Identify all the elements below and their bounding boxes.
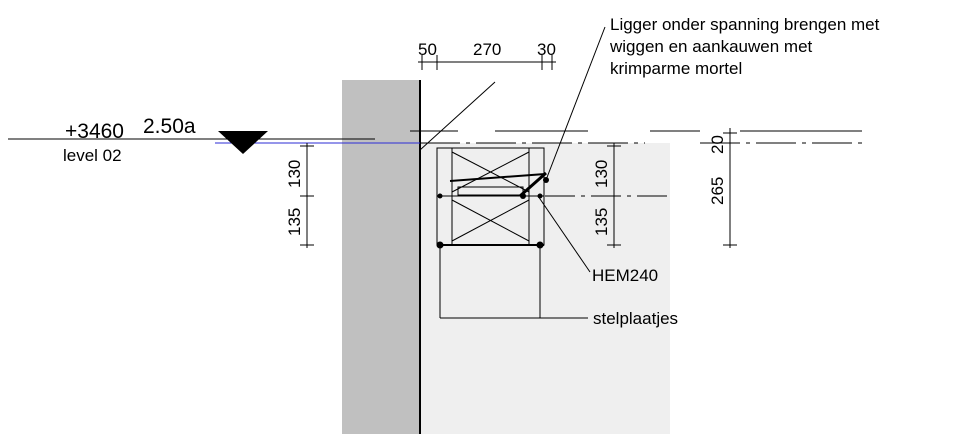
dim-top-270: 270 — [473, 40, 501, 59]
dim-mid-chain: 130 135 — [592, 143, 621, 248]
floor-slab — [420, 143, 670, 434]
dim-right-chain: 20 265 — [708, 128, 737, 248]
dim-right-265: 265 — [708, 177, 727, 205]
concrete-wall — [342, 80, 420, 434]
level-name: level 02 — [63, 146, 122, 165]
dim-right-20: 20 — [708, 135, 727, 154]
note-line-2: wiggen en aankauwen met — [609, 37, 813, 56]
dim-left-135: 135 — [285, 208, 304, 236]
dim-mid-130: 130 — [592, 160, 611, 188]
wedge — [519, 171, 547, 198]
beam-label: HEM240 — [592, 266, 658, 285]
note-line-1: Ligger onder spanning brengen met — [610, 15, 880, 34]
level-marker-icon — [218, 131, 268, 154]
level-elevation: +3460 — [65, 120, 124, 143]
plates-label: stelplaatjes — [593, 309, 678, 328]
connection-dots — [436, 177, 549, 249]
dim-top-30: 30 — [537, 40, 556, 59]
dim-top-50: 50 — [418, 40, 437, 59]
level-code: 2.50a — [143, 115, 196, 138]
note-line-3: krimparme mortel — [610, 59, 742, 78]
beam-hem240 — [436, 147, 546, 246]
dim-left-130: 130 — [285, 160, 304, 188]
dim-mid-135: 135 — [592, 208, 611, 236]
leader-lines — [439, 26, 606, 319]
dim-top-chain: 50 270 30 — [418, 40, 556, 70]
dim-left-chain: 130 135 — [285, 143, 314, 248]
